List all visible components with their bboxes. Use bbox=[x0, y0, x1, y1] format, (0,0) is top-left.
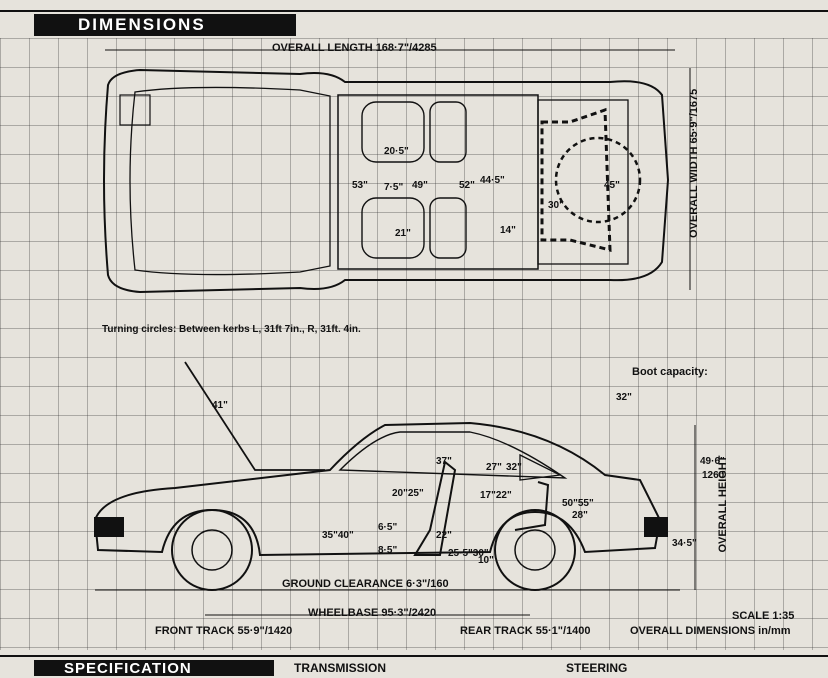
side-dim-8-5: 8·5" bbox=[378, 545, 398, 556]
side-dim-34-5: 34·5" bbox=[672, 538, 697, 549]
turning-circles-label: Turning circles: Between kerbs L, 31ft 7… bbox=[102, 324, 361, 335]
side-dim-32: 32" bbox=[506, 462, 522, 473]
top-rule bbox=[0, 10, 828, 12]
side-open-hood bbox=[184, 361, 325, 471]
plan-cabin bbox=[337, 94, 539, 270]
front-track-label: FRONT TRACK 55·9"/1420 bbox=[155, 625, 293, 637]
plan-spare-wheel bbox=[554, 136, 642, 224]
side-seat-front bbox=[413, 460, 457, 556]
plan-seat-left bbox=[361, 101, 425, 163]
scale-label: SCALE 1:35 bbox=[732, 610, 795, 622]
plan-boot-outline bbox=[540, 107, 612, 252]
side-dim-25-5-30: 25·5"30" bbox=[448, 548, 489, 559]
side-rear-bumper bbox=[644, 517, 668, 537]
side-dim-17-22: 17"22" bbox=[480, 490, 512, 501]
side-dim-50-55: 50"55" bbox=[562, 498, 594, 509]
side-seat-rear bbox=[514, 481, 550, 531]
transmission-heading: TRANSMISSION bbox=[294, 661, 387, 675]
plan-headlight-left bbox=[119, 94, 151, 126]
side-dim-32-boot: 32" bbox=[616, 392, 632, 403]
height-mm: 1260 bbox=[702, 470, 725, 481]
side-dim-27: 27" bbox=[486, 462, 502, 473]
side-window-frame bbox=[338, 431, 568, 479]
plan-dim-49: 49" bbox=[412, 180, 428, 191]
plan-dim-53: 53" bbox=[352, 180, 368, 191]
plan-dim-14: 14" bbox=[500, 225, 516, 236]
plan-dim-30: 30" bbox=[548, 200, 564, 211]
plan-rear-seat-left bbox=[429, 101, 467, 163]
side-rear-hub bbox=[514, 529, 556, 571]
rear-track-label: REAR TRACK 55·1"/1400 bbox=[460, 625, 591, 637]
side-dim-6-5: 6·5" bbox=[378, 522, 398, 533]
boot-capacity-label: Boot capacity: bbox=[632, 366, 708, 378]
plan-dim-7-5: 7·5" bbox=[384, 182, 404, 193]
units-label: OVERALL DIMENSIONS in/mm bbox=[630, 625, 791, 637]
overall-length-label: OVERALL LENGTH 168·7"/4285 bbox=[272, 42, 437, 54]
plan-body-outline bbox=[103, 68, 670, 294]
side-dim-35-40: 35"40" bbox=[322, 530, 354, 541]
plan-hood bbox=[129, 86, 331, 276]
side-quarter-window bbox=[519, 453, 563, 481]
steering-heading: STEERING bbox=[566, 661, 628, 675]
plan-rear-window bbox=[537, 99, 629, 265]
section-title: DIMENSIONS bbox=[34, 14, 296, 36]
side-dim-37: 37" bbox=[436, 456, 452, 467]
ground-clearance-label: GROUND CLEARANCE 6·3"/160 bbox=[282, 578, 449, 590]
side-rear-wheel bbox=[494, 509, 576, 591]
overall-width-label: OVERALL WIDTH 65·9"/1675 bbox=[688, 88, 700, 238]
side-dim-28: 28" bbox=[572, 510, 588, 521]
height-value: 49·6" bbox=[700, 456, 725, 467]
side-body-outline bbox=[93, 421, 662, 557]
plan-dim-45: 45" bbox=[604, 180, 620, 191]
side-dim-20-25: 20"25" bbox=[392, 488, 424, 499]
side-dim-10: 10" bbox=[478, 555, 494, 566]
side-dim-41: 41" bbox=[212, 400, 228, 411]
wheelbase-label: WHEELBASE 95·3"/2420 bbox=[308, 607, 437, 619]
side-front-wheel bbox=[171, 509, 253, 591]
side-dim-22: 22" bbox=[436, 530, 452, 541]
side-front-bumper bbox=[94, 517, 124, 537]
plan-dim-44-5: 44·5" bbox=[480, 175, 505, 186]
plan-dim-21: 21" bbox=[395, 228, 411, 239]
plan-rear-seat-right bbox=[429, 197, 467, 259]
specification-heading: SPECIFICATION bbox=[34, 660, 274, 677]
plan-dim-52: 52" bbox=[459, 180, 475, 191]
plan-dim-20-5: 20·5" bbox=[384, 146, 409, 157]
plan-seat-right bbox=[361, 197, 425, 259]
side-front-hub bbox=[191, 529, 233, 571]
